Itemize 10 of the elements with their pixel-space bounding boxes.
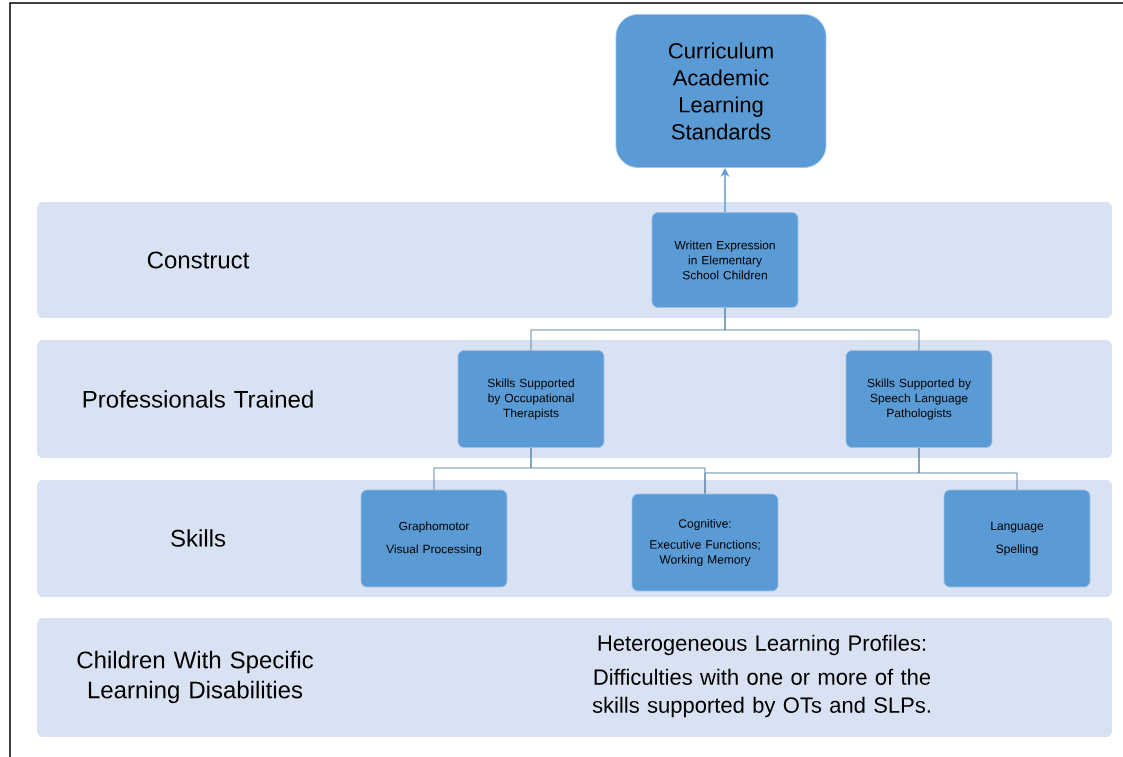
process-box: Graphomotor Visual Processing — [360, 489, 508, 588]
connector — [724, 307, 920, 351]
top-box: Curriculum Academic Learning Standards — [615, 14, 827, 168]
process-box: Written Expression in Elementary School Children — [651, 212, 799, 308]
process-box: Skills Supported by Occupational Therapists — [457, 350, 605, 448]
connector — [918, 447, 1018, 490]
process-box: Skills Supported by Speech Language Pathologists — [845, 350, 993, 448]
process-box: Cognitive: Executive Functions; Working Memory — [631, 493, 779, 592]
row-band: Children With Specific Learning Disabilities Heterogeneous Learning Profiles: Difficulties with one or more of the skills supported by OTs and SLPs. — [37, 618, 1112, 737]
process-box: Language Spelling — [943, 489, 1091, 588]
